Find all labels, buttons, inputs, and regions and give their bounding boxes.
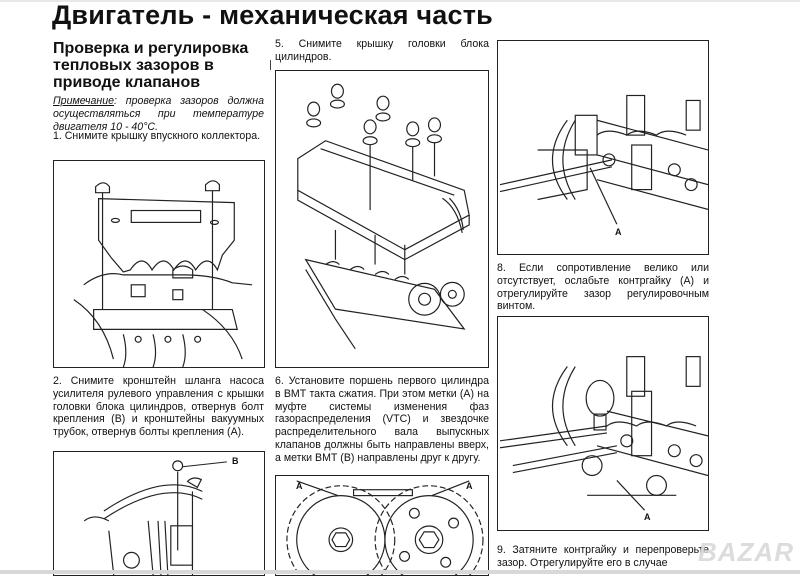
figure-steering-hose-bracket: B [53,451,265,576]
bottom-edge [0,570,800,574]
step-1-text: 1. Снимите крышку впускного коллектора. [53,130,261,142]
step-6-text: 6. Установите поршень первого цилиндра в… [275,375,489,464]
figure-intake-manifold-cover [53,160,265,368]
note-paragraph: Примечание: проверка зазоров должна осущ… [53,95,264,133]
step-9-text: 9. Затяните контргайку и перепроверьте з… [497,544,709,569]
step-2-text: 2. Снимите кронштейн шланга насоса усили… [53,375,264,439]
label-a-left: A [296,481,303,491]
leader-line-b [182,461,227,468]
sprockets-drawing [286,480,484,575]
step-8-text: 8. Если сопротивление велико или отсутст… [497,262,709,313]
figure-camshaft-sprockets: A A [275,475,489,576]
watermark: BAZAR [698,537,794,567]
label-a: A [644,512,651,522]
label-a: A [615,227,622,237]
column-divider-left [270,60,271,70]
note-text: : проверка зазоров должна осуществляться… [53,95,264,133]
feeler-gauge-drawing [499,94,708,225]
note-label: Примечание [53,95,115,107]
step-5-text: 5. Снимите крышку головки блока цилиндро… [275,38,489,63]
section-title: Проверка и регулировка тепловых зазоров … [53,40,249,91]
head-cover-drawing [297,83,470,350]
figure-adjusting-screw: A [497,316,709,531]
bracket-drawing [83,460,227,575]
figure-feeler-gauge-check: A [497,40,709,255]
label-a-right: A [466,481,473,491]
intake-cover-drawing [73,180,253,367]
page-title: Двигатель - механическая часть [52,0,493,30]
label-b: B [232,456,239,466]
top-edge [0,0,800,2]
figure-cylinder-head-cover [275,70,489,368]
adjusting-screw-drawing [499,356,708,511]
